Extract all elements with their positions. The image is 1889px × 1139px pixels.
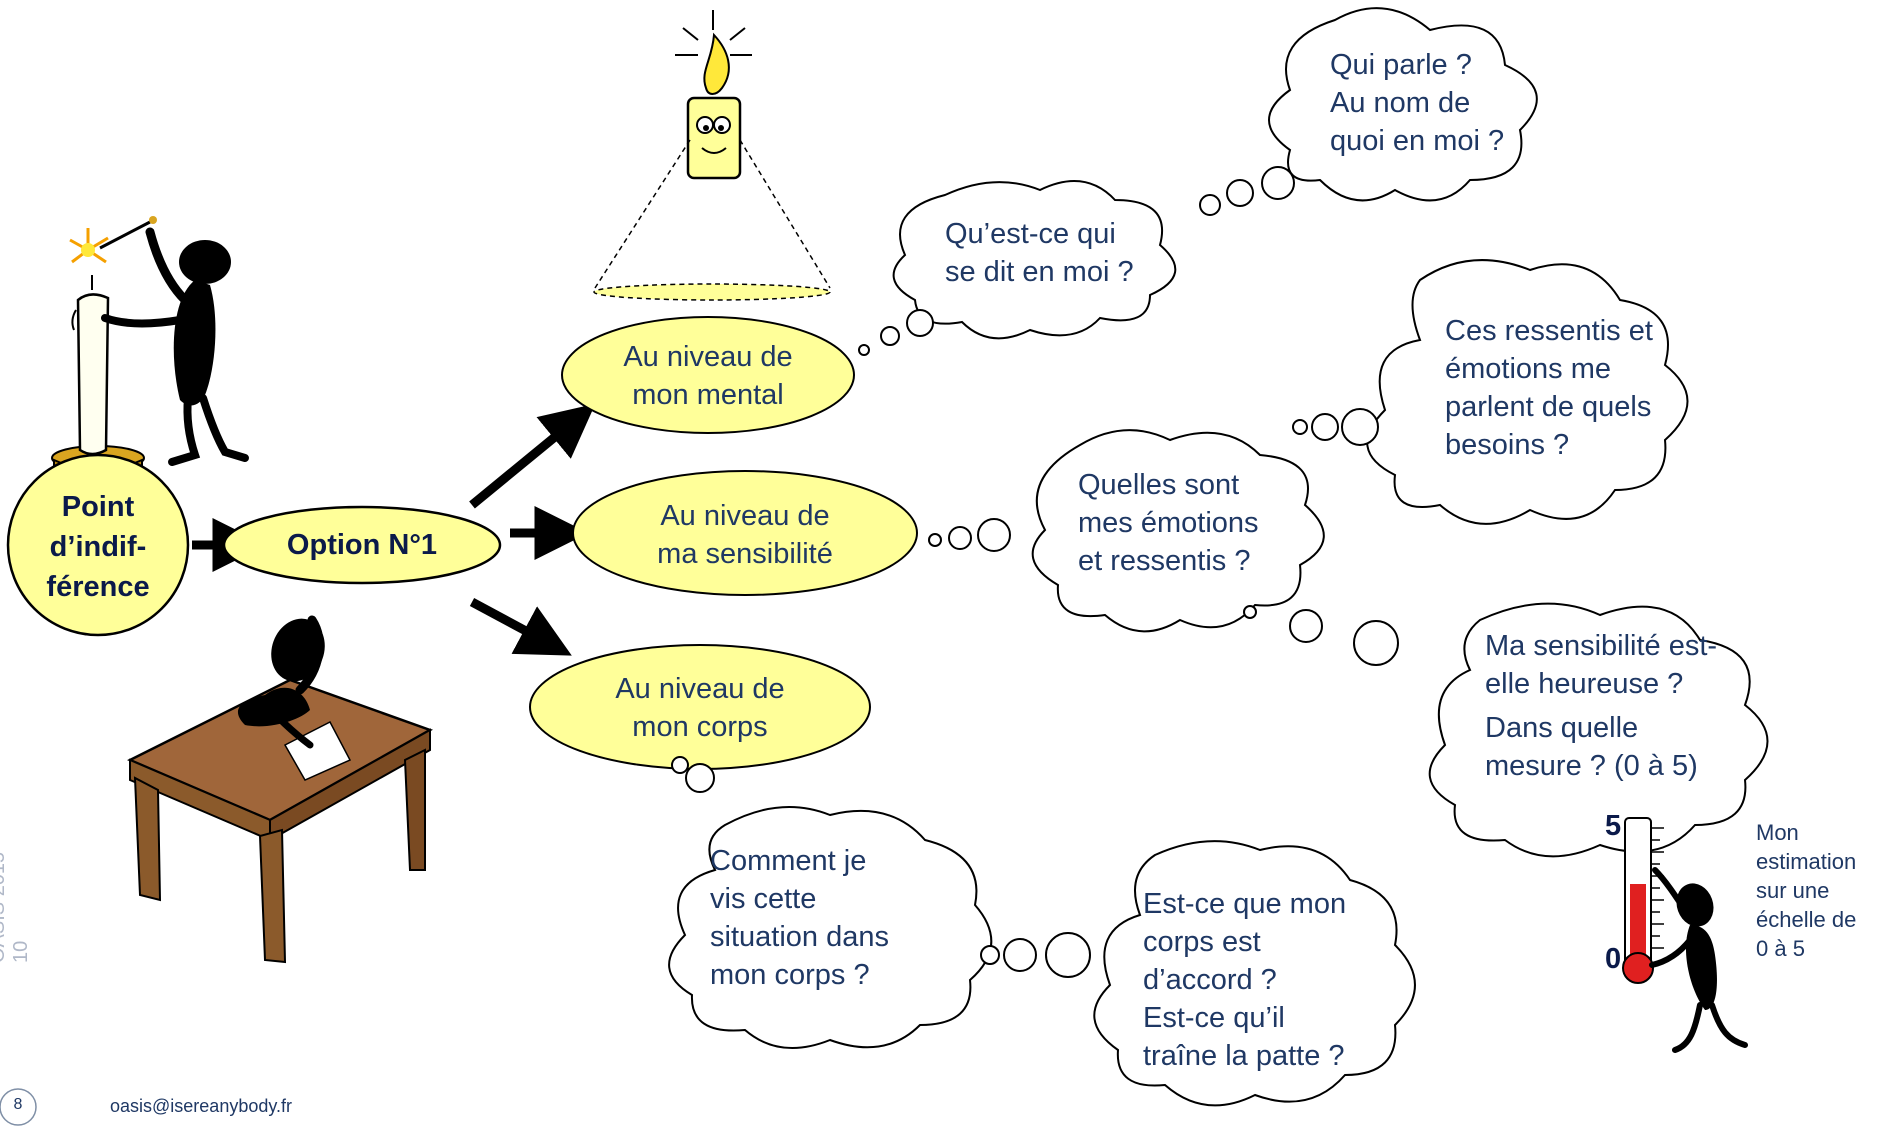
lamp-candle-illustration	[593, 10, 831, 301]
figure-reading-thermometer-illustration	[1649, 867, 1748, 1053]
figure-at-desk-illustration	[127, 615, 434, 964]
thermometer-caption-line4: échelle de	[1756, 907, 1857, 932]
cloud-comment-line4: mon corps ?	[710, 959, 870, 991]
level-sensibility-line2: ma sensibilité	[657, 538, 833, 570]
cloud-emotions-text: Quelles sont mes émotions et ressentis ?	[1078, 466, 1259, 580]
thermometer-min-label: 0	[1605, 943, 1622, 975]
cloud-se-dit-line2: se dit en moi ?	[945, 256, 1134, 288]
cloud-comment-text: Comment je vis cette situation dans mon …	[710, 842, 889, 994]
arrow-option-to-body	[469, 598, 572, 656]
cloud-comment-line2: vis cette	[710, 883, 817, 915]
cloud-se-dit-line1: Qu’est-ce qui	[945, 218, 1116, 250]
cloud-qui-parle-line3: quoi en moi ?	[1330, 125, 1505, 157]
cloud-se-dit-text: Qu’est-ce qui se dit en moi ?	[945, 215, 1134, 291]
level-sensibility-label: Au niveau de ma sensibilité	[585, 497, 905, 573]
cloud-heureuse-text: Ma sensibilité est- elle heureuse ? Dans…	[1485, 627, 1717, 785]
cloud-emotions-line1: Quelles sont	[1078, 469, 1240, 501]
cloud-emotions	[1031, 429, 1325, 633]
level-body-label: Au niveau de mon corps	[545, 670, 855, 746]
cloud-heureuse	[1428, 602, 1769, 858]
cloud-heureuse-line3: Dans quelle	[1485, 712, 1639, 744]
thermometer-caption-line2: estimation	[1756, 849, 1857, 874]
level-mental-bubble	[561, 316, 855, 434]
level-body-line1: Au niveau de	[615, 673, 785, 705]
cloud-accord-line4: Est-ce qu’il	[1143, 1002, 1285, 1034]
cloud-besoins-line3: parlent de quels	[1445, 391, 1652, 423]
cloud-emotions-line2: mes émotions	[1078, 507, 1259, 539]
cloud-heureuse-line4: mesure ? (0 à 5)	[1485, 750, 1698, 782]
cloud-emotions-line3: et ressentis ?	[1078, 545, 1251, 577]
page-number-circle	[0, 1088, 37, 1126]
level-mental-label: Au niveau de mon mental	[575, 338, 841, 414]
start-node-line3: férence	[46, 571, 150, 603]
thermometer-caption-line3: sur une	[1756, 878, 1830, 903]
cloud-heureuse-line2: elle heureuse ?	[1485, 668, 1684, 700]
cloud-se-dit	[892, 180, 1177, 340]
cloud-qui-parle-line1: Qui parle ?	[1330, 49, 1472, 81]
thermometer-caption-line5: 0 à 5	[1756, 936, 1805, 961]
start-node-line2: d’indif-	[49, 531, 147, 563]
option-bubble	[222, 505, 502, 585]
start-node-label: Point d’indif- férence	[8, 487, 188, 607]
cloud-accord-line1: Est-ce que mon	[1143, 888, 1347, 920]
cloud-comment-line1: Comment je	[710, 845, 867, 877]
cloud-besoins-line2: émotions me	[1445, 353, 1612, 385]
level-sensibility-bubble	[572, 470, 918, 596]
thermometer-caption-line1: Mon	[1756, 820, 1799, 845]
option-label: Option N°1	[286, 529, 438, 561]
cloud-besoins-line1: Ces ressentis et	[1445, 315, 1653, 347]
cloud-comment	[668, 806, 993, 1049]
cloud-qui-parle	[1268, 7, 1538, 202]
cloud-accord-line5: traîne la patte ?	[1143, 1040, 1345, 1072]
cloud-heureuse-line1: Ma sensibilité est-	[1485, 630, 1718, 662]
cloud-besoins	[1366, 259, 1689, 525]
thermometer	[1622, 817, 1664, 984]
cloud-qui-parle-text: Qui parle ? Au nom de quoi en moi ?	[1330, 46, 1504, 160]
cloud-accord	[1093, 840, 1416, 1107]
figure-lighting-candle-illustration	[51, 216, 249, 483]
level-mental-line1: Au niveau de	[623, 341, 793, 373]
thermometer-mercury	[1630, 884, 1646, 968]
start-node-bubble	[6, 453, 190, 637]
footer-side-text: OASIS 2015 - 10	[0, 840, 32, 963]
cloud-accord-line2: corps est	[1143, 926, 1261, 958]
thermometer-caption: Mon estimation sur une échelle de 0 à 5	[1756, 818, 1856, 963]
level-sensibility-line1: Au niveau de	[660, 500, 830, 532]
level-body-line2: mon corps	[632, 711, 768, 743]
cloud-comment-line3: situation dans	[710, 921, 889, 953]
cloud-accord-line3: d’accord ?	[1143, 964, 1277, 996]
page-number: 8	[13, 1096, 23, 1113]
footer-email[interactable]: oasis@isereanybody.fr	[110, 1096, 293, 1116]
cloud-accord-text: Est-ce que mon corps est d’accord ? Est-…	[1143, 885, 1346, 1075]
start-node-line1: Point	[61, 491, 135, 523]
cloud-besoins-line4: besoins ?	[1445, 429, 1570, 461]
thermometer-max-label: 5	[1605, 810, 1622, 842]
cloud-besoins-text: Ces ressentis et émotions me parlent de …	[1445, 312, 1653, 464]
level-mental-line2: mon mental	[632, 379, 784, 411]
arrow-option-to-mental	[469, 403, 596, 509]
cloud-qui-parle-line2: Au nom de	[1330, 87, 1471, 119]
